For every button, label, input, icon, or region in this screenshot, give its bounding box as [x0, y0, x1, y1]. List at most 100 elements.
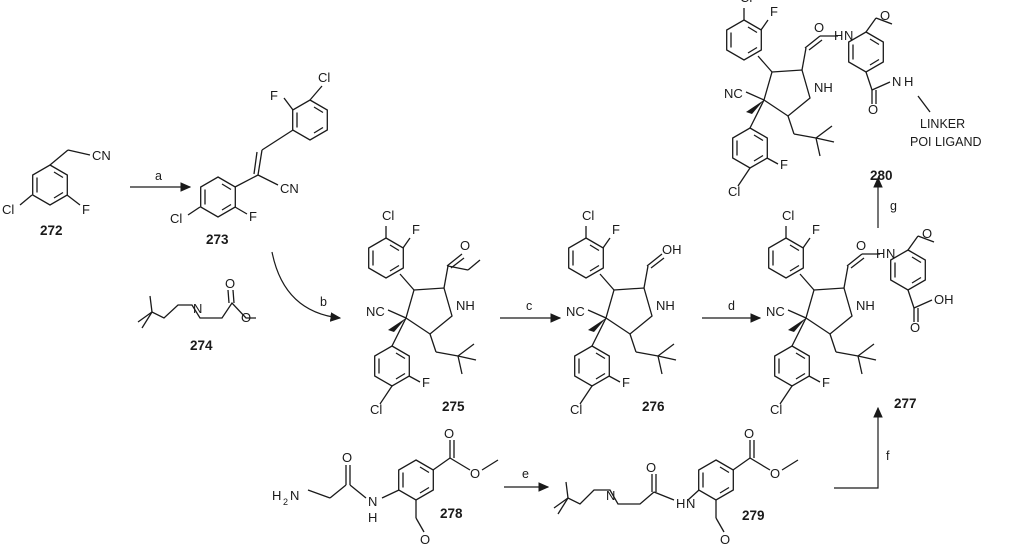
compound-272: CN Cl F 272: [2, 148, 111, 238]
atom-n: N: [886, 246, 895, 261]
atom-o: O: [744, 426, 754, 441]
compound-number: 279: [742, 508, 765, 523]
atom-cl: Cl: [570, 402, 582, 417]
atom-cl: Cl: [770, 402, 782, 417]
atom-o: O: [342, 450, 352, 465]
step-label: c: [526, 299, 532, 313]
compound-number: 277: [894, 396, 917, 411]
atom-n: N: [844, 28, 853, 43]
atom-o: O: [770, 466, 780, 481]
atom-f: F: [770, 4, 778, 19]
compound-number: 280: [870, 168, 893, 183]
atom-cl: Cl: [728, 184, 740, 199]
atom-cl: Cl: [318, 70, 330, 85]
atom-nc: NC: [566, 304, 585, 319]
atom-n: N: [290, 488, 299, 503]
atom-o: O: [814, 20, 824, 35]
atom-o: O: [910, 320, 920, 335]
atom-nh: NH: [856, 298, 875, 313]
atom-o: O: [225, 276, 235, 291]
atom-o: O: [460, 238, 470, 253]
atom-h: H: [272, 488, 281, 503]
atom-f: F: [780, 157, 788, 172]
compound-280: Cl F O H N O O N H NH NC F Cl LINKER POI…: [724, 0, 982, 199]
atom-o: O: [646, 460, 656, 475]
arrow-step-e: e: [504, 467, 550, 492]
step-label: d: [728, 299, 735, 313]
atom-h: H: [904, 74, 913, 89]
atom-n: N: [892, 74, 901, 89]
arrow-step-g: g: [873, 176, 897, 228]
atom-oh: OH: [662, 242, 682, 257]
step-label: g: [890, 199, 897, 213]
atom-f: F: [822, 375, 830, 390]
atom-f: F: [812, 222, 820, 237]
arrow-step-d: d: [702, 299, 762, 323]
compound-275: Cl F O NH NC F Cl 275: [366, 208, 481, 417]
compound-number: 276: [642, 399, 665, 414]
atom-h: H: [676, 496, 685, 511]
compound-number: 274: [190, 338, 213, 353]
atom-o: O: [880, 8, 890, 23]
atom-o: O: [922, 226, 932, 241]
atom-nc: NC: [766, 304, 785, 319]
compound-number: 272: [40, 223, 63, 238]
atom-o: O: [868, 102, 878, 117]
atom-nh: NH: [656, 298, 675, 313]
subscript-2: 2: [283, 497, 288, 507]
atom-o: O: [420, 532, 430, 544]
atom-nh: NH: [814, 80, 833, 95]
atom-cn: CN: [92, 148, 111, 163]
compound-276: Cl F OH NH NC F Cl 276: [566, 208, 682, 417]
atom-n: N: [368, 494, 377, 509]
atom-oh: OH: [934, 292, 954, 307]
atom-cl: Cl: [170, 211, 182, 226]
atom-f: F: [249, 209, 257, 224]
arrow-step-a: a: [130, 169, 192, 192]
arrow-step-b: b: [271, 251, 342, 322]
atom-cl: Cl: [740, 0, 752, 5]
atom-f: F: [412, 222, 420, 237]
atom-f: F: [82, 202, 90, 217]
compound-279: N O H N O O O 279: [553, 426, 799, 544]
step-label: b: [320, 295, 327, 309]
compound-277: Cl F O H N O O OH NH NC F Cl 277: [766, 208, 954, 417]
step-label: e: [522, 467, 529, 481]
atom-cl: Cl: [582, 208, 594, 223]
arrow-step-c: c: [500, 299, 562, 323]
step-label: a: [155, 169, 162, 183]
compound-278: O O O O H N H 2 N 278: [272, 426, 499, 544]
atom-h: H: [876, 246, 885, 261]
atom-h: H: [368, 510, 377, 525]
atom-nc: NC: [724, 86, 743, 101]
atom-o: O: [241, 310, 251, 325]
atom-h: H: [834, 28, 843, 43]
linker-label: LINKER: [920, 117, 965, 131]
atom-o: O: [720, 532, 730, 544]
atom-o: O: [470, 466, 480, 481]
atom-nh: NH: [456, 298, 475, 313]
atom-f: F: [270, 88, 278, 103]
poi-ligand-label: POI LIGAND: [910, 135, 982, 149]
atom-cn: CN: [280, 181, 299, 196]
atom-n: N: [193, 301, 202, 316]
atom-cl: Cl: [382, 208, 394, 223]
step-label: f: [886, 449, 890, 463]
atom-o: O: [444, 426, 454, 441]
atom-cl: Cl: [2, 202, 14, 217]
atom-o: O: [856, 238, 866, 253]
atom-cl: Cl: [782, 208, 794, 223]
atom-cl: Cl: [370, 402, 382, 417]
atom-n: N: [606, 488, 615, 503]
compound-number: 278: [440, 506, 463, 521]
compound-number: 273: [206, 232, 229, 247]
atom-f: F: [622, 375, 630, 390]
compound-273: F Cl CN Cl F 273: [170, 70, 330, 247]
atom-nc: NC: [366, 304, 385, 319]
compound-274: N O O 274: [137, 276, 256, 353]
atom-f: F: [612, 222, 620, 237]
atom-f: F: [422, 375, 430, 390]
atom-n: N: [686, 496, 695, 511]
